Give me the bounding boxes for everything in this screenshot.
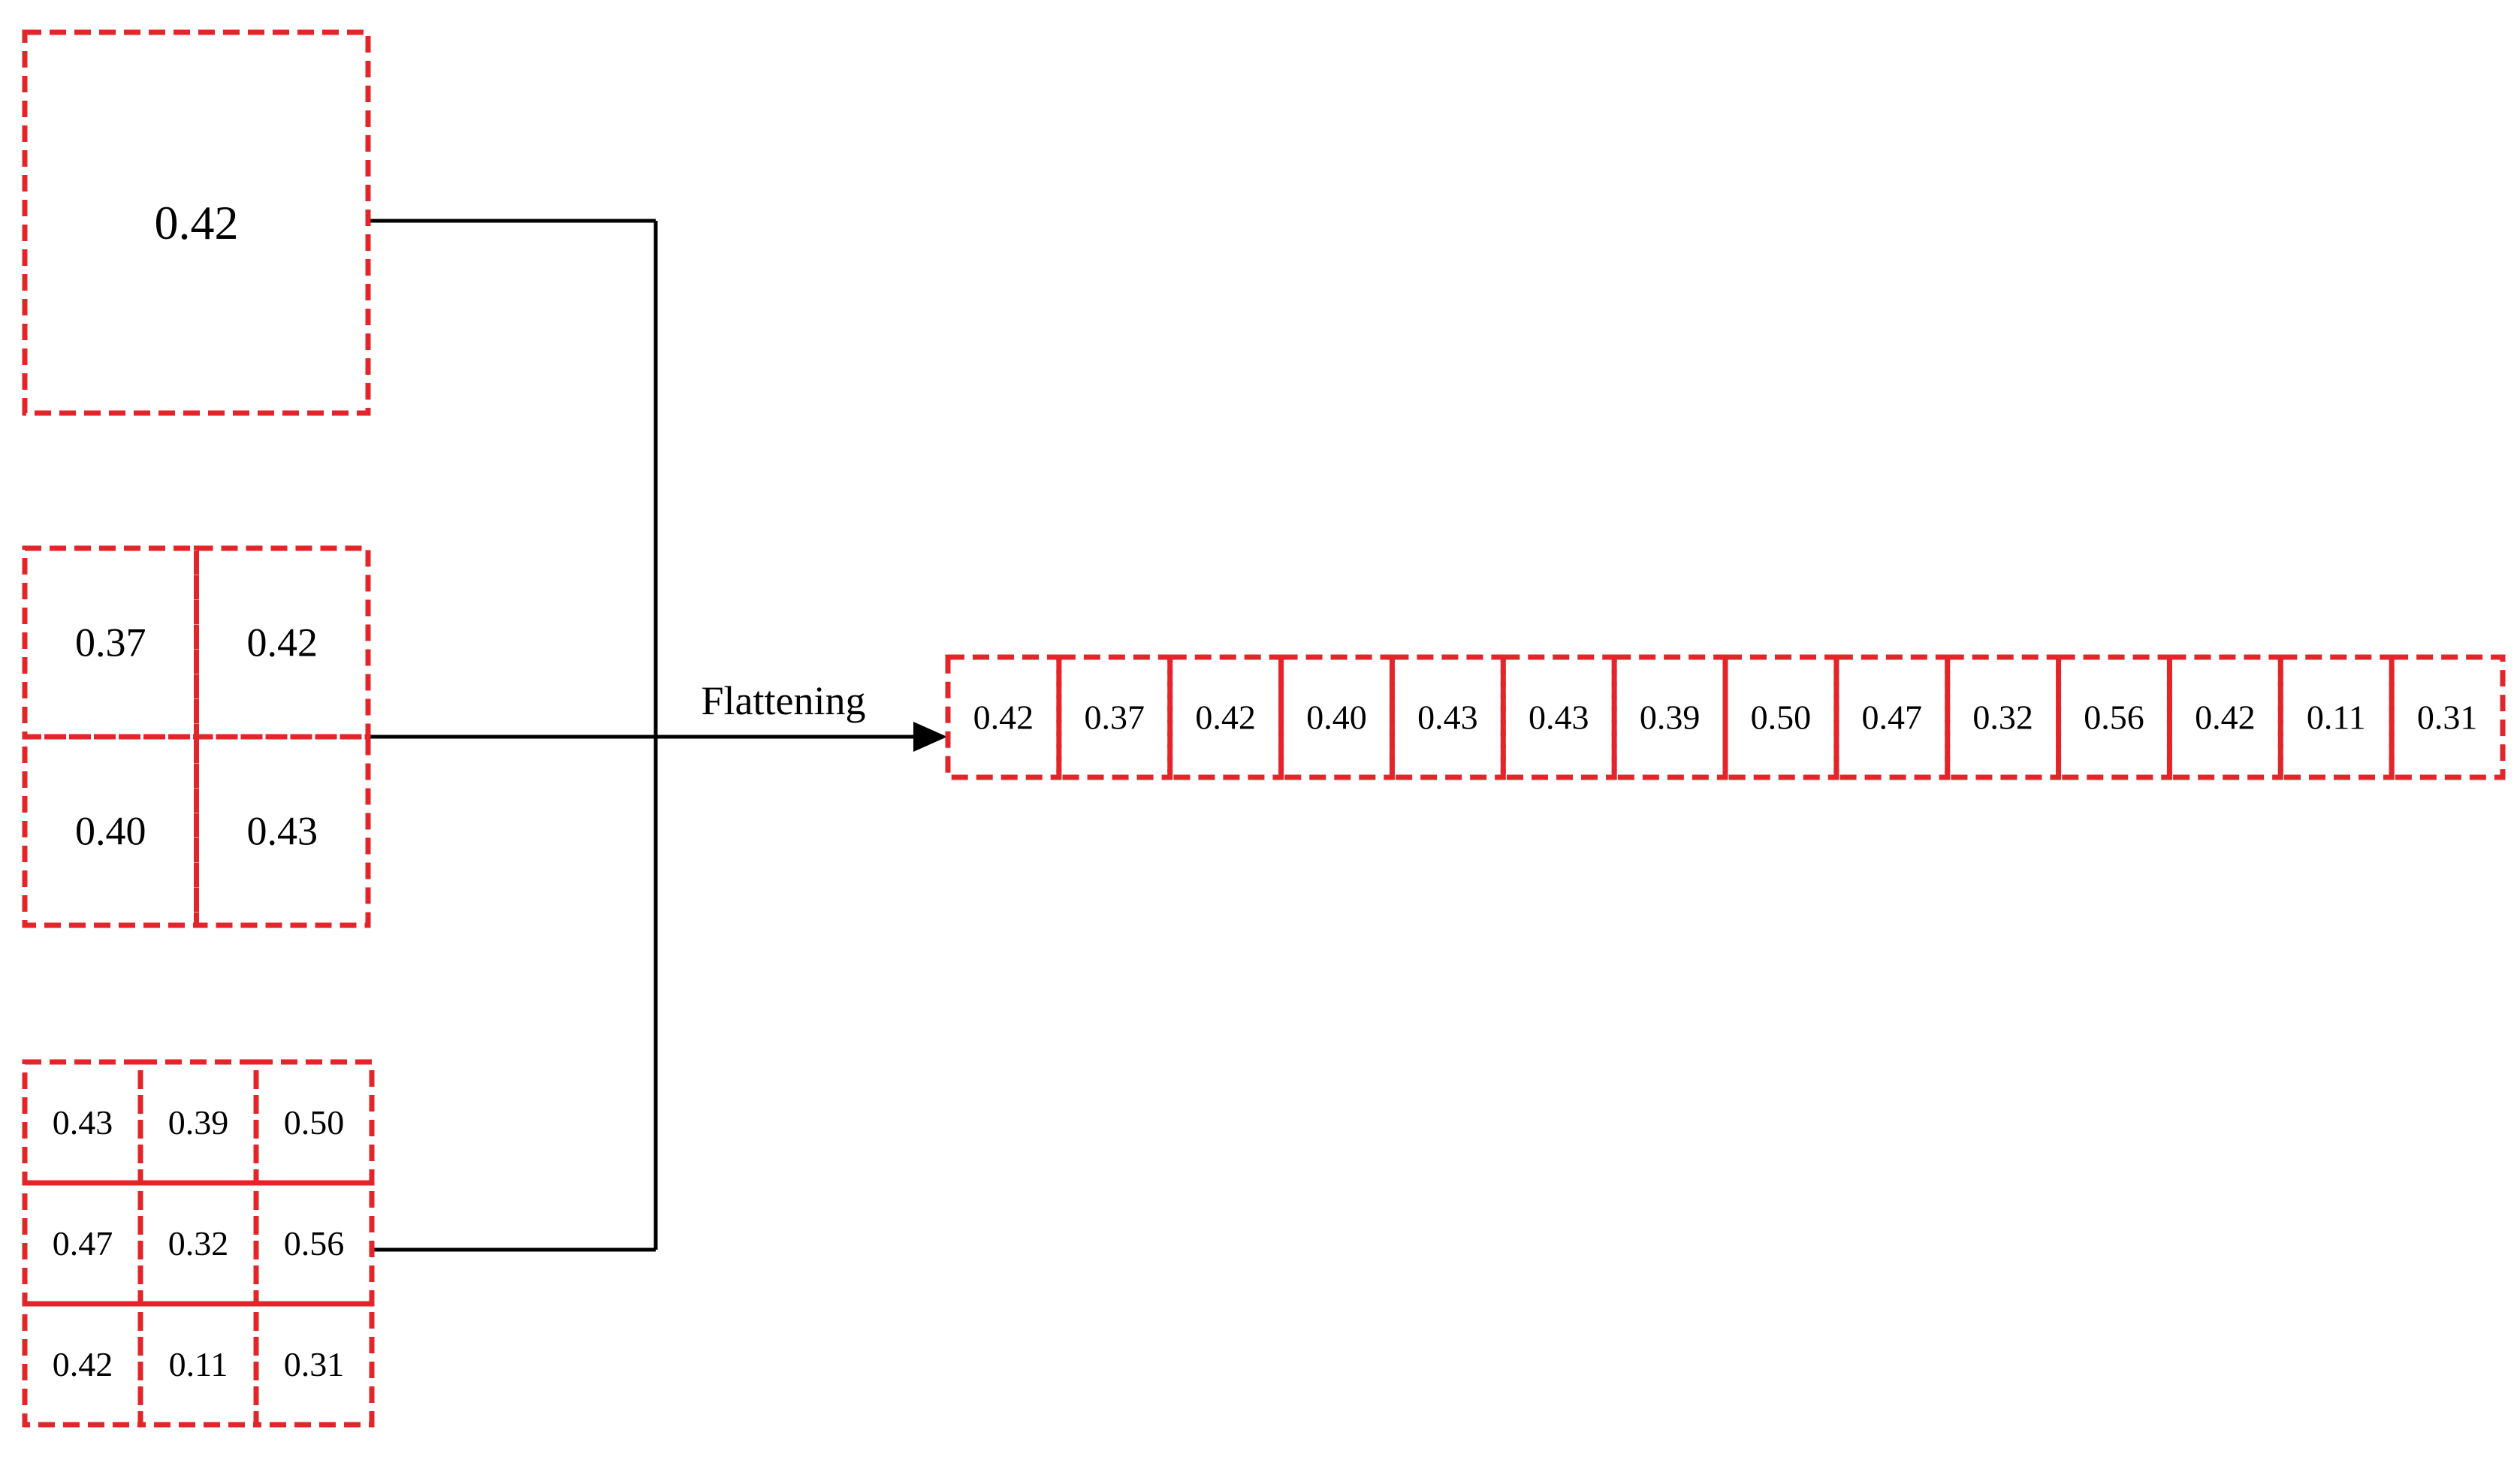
flattened-value: 0.32 xyxy=(1972,698,2033,737)
pool-3x3-value: 0.32 xyxy=(168,1224,229,1262)
flattened-value: 0.39 xyxy=(1640,698,1701,737)
flattened-cell xyxy=(1611,654,1728,780)
flattened-value: 0.11 xyxy=(2307,698,2366,737)
pool-3x3-cell xyxy=(253,1301,375,1428)
connector-lines xyxy=(368,219,947,1252)
pool-1x1-value: 0.42 xyxy=(155,196,239,249)
pool-2x2-cell xyxy=(22,545,199,740)
flattened-cell xyxy=(2389,654,2506,780)
pool-3x3-value: 0.56 xyxy=(284,1224,345,1262)
pool-3x3-value: 0.31 xyxy=(284,1345,345,1383)
flattened-cell xyxy=(1389,654,1506,780)
pool-2x2-value: 0.43 xyxy=(247,809,318,854)
flattened-cell xyxy=(1056,654,1173,780)
flattened-cell xyxy=(1945,654,2062,780)
pool-2x2-cell xyxy=(194,734,371,928)
flattened-value: 0.42 xyxy=(1195,698,1256,737)
flattened-cell xyxy=(2056,654,2172,780)
flattened-value: 0.40 xyxy=(1306,698,1367,737)
pool-3x3-value: 0.47 xyxy=(53,1224,113,1262)
flattened-value: 0.42 xyxy=(2195,698,2256,737)
pool-3x3-value: 0.39 xyxy=(168,1103,229,1142)
flattened-cell xyxy=(2277,654,2395,780)
flattened-value: 0.37 xyxy=(1085,698,1145,737)
flattened-cell xyxy=(1167,654,1284,780)
pool-3x3-cell xyxy=(253,1180,375,1307)
pooling-grid-2x2: 0.37 0.42 0.40 0.43 xyxy=(22,545,371,928)
flattened-value: 0.42 xyxy=(973,698,1034,737)
pool-2x2-value: 0.37 xyxy=(75,620,146,665)
flattened-cell xyxy=(945,654,1062,780)
pool-3x3-value: 0.11 xyxy=(169,1345,228,1383)
pool-3x3-value: 0.42 xyxy=(53,1345,113,1383)
pool-3x3-value: 0.50 xyxy=(284,1103,345,1142)
pool-3x3-value: 0.43 xyxy=(53,1103,113,1142)
pooling-grid-3x3: 0.43 0.39 0.50 0.47 0.32 0.56 0.42 0.11 0.31 xyxy=(22,1059,375,1428)
pool-2x2-value: 0.40 xyxy=(75,809,146,854)
pooling-grid-1x1: 0.42 xyxy=(22,29,371,416)
pool-2x2-value: 0.42 xyxy=(247,620,318,665)
flattened-value: 0.31 xyxy=(2417,698,2478,737)
flattened-value: 0.47 xyxy=(1862,698,1923,737)
pool-3x3-cell xyxy=(253,1059,375,1186)
flattened-cell xyxy=(1278,654,1395,780)
flattened-value: 0.43 xyxy=(1417,698,1478,737)
flattened-cell xyxy=(1833,654,1951,780)
flattened-value: 0.50 xyxy=(1751,698,1812,737)
pool-2x2-cell xyxy=(22,734,199,928)
flattened-value: 0.56 xyxy=(2084,698,2144,737)
flattened-cell xyxy=(2166,654,2283,780)
flattened-cell xyxy=(1722,654,1839,780)
flattening-label: Flattening xyxy=(702,678,866,723)
pool-1x1-cell xyxy=(22,29,371,416)
flattened-value: 0.43 xyxy=(1529,698,1589,737)
flattened-vector: 0.42 0.37 0.42 0.40 0.43 0.43 0.39 0.50 0.47 0.32… xyxy=(945,654,2506,780)
flattened-cell xyxy=(1500,654,1617,780)
pool-2x2-cell xyxy=(194,545,371,740)
